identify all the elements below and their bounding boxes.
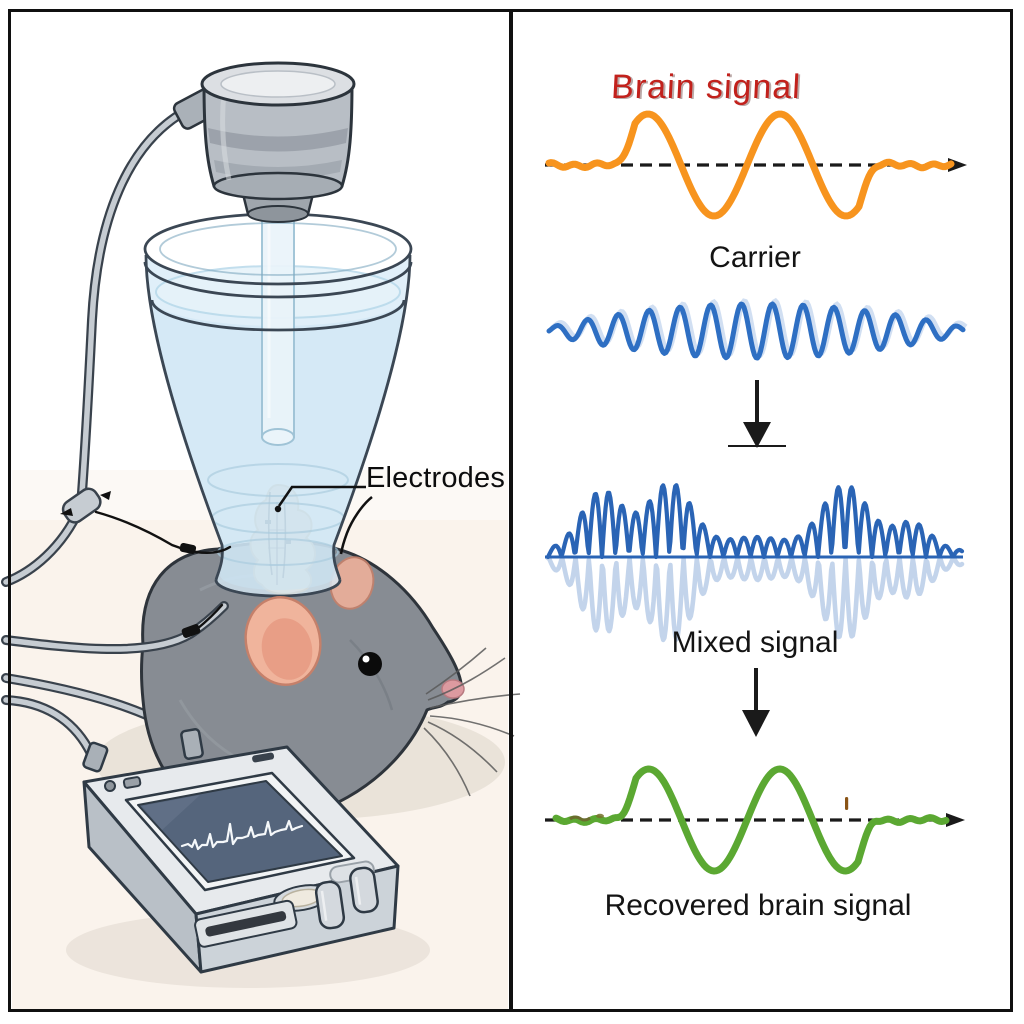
ecg-trace [180, 819, 304, 851]
signal-wire [194, 545, 232, 554]
knot-tie [100, 491, 111, 500]
rim-lower [143, 261, 413, 299]
leader-line [339, 496, 373, 555]
panel-divider [509, 9, 513, 1012]
connector-knob [314, 880, 346, 930]
top-vent-slot [252, 752, 275, 763]
wave-artifact-speck [569, 815, 591, 822]
eeg-recorder [82, 728, 400, 974]
cable-clip [181, 624, 201, 638]
carrier-wave [546, 301, 966, 361]
wave-artifact-speck [596, 813, 604, 819]
cable-knot [60, 487, 111, 524]
cable-stub [82, 741, 109, 773]
whisker [427, 721, 498, 773]
mixed-signal-reflection [545, 554, 965, 643]
flow-arrow-1 [728, 380, 786, 448]
flow-arrow-2 [742, 668, 770, 737]
electrodes-leaders [277, 485, 373, 555]
cap-band [208, 128, 348, 152]
signal-wire [195, 603, 224, 631]
cap-highlight [220, 91, 232, 181]
leader-dot [274, 505, 282, 513]
whisker [427, 657, 506, 701]
whisker [423, 727, 471, 797]
cap-top-inner [220, 70, 336, 98]
down-arrow-icon [742, 710, 770, 737]
mixed-signal-wave [545, 483, 965, 560]
glass-left [144, 254, 224, 581]
down-arrow-icon [743, 422, 771, 448]
connector-knob [349, 866, 379, 914]
lab-scene [1, 61, 521, 1009]
brain-signal-label: Brain signal [610, 68, 802, 106]
chamber-cap [172, 61, 356, 223]
knot-tie [60, 508, 73, 516]
eye [358, 652, 382, 676]
cable-stub [180, 728, 204, 760]
screen-glare [142, 795, 200, 830]
cap-neck-tip [247, 205, 309, 223]
electrodes-label: Electrodes [366, 462, 506, 494]
wave-artifact-fleck [845, 797, 849, 810]
cap-base [212, 171, 344, 201]
whisker [429, 715, 515, 737]
band-line [150, 299, 406, 332]
liquid-ring [207, 463, 349, 497]
wire-connector [179, 542, 197, 554]
mixed-signal-label: Mixed signal [671, 626, 839, 659]
recovered-signal-wave [552, 765, 950, 875]
front-slot [194, 899, 298, 948]
water-chamber [143, 211, 413, 598]
knob-highlight [354, 876, 362, 905]
knob-body [349, 866, 379, 914]
ear-inner [261, 618, 313, 680]
device-screen [137, 780, 343, 883]
signal-wires [94, 510, 232, 631]
slot-opening [205, 911, 287, 937]
signal-diagram [545, 110, 968, 875]
glass-bottom [214, 579, 342, 598]
brain-signal-wave [545, 110, 955, 220]
knob-highlight [320, 890, 328, 921]
whisker [425, 647, 487, 695]
glass-outline [143, 212, 413, 598]
knob-body [314, 880, 346, 930]
recovered-axis-arrowhead-icon [946, 813, 965, 827]
glass-right [332, 254, 412, 581]
carrier-label: Carrier [709, 241, 801, 274]
leader-line [277, 485, 366, 507]
inner-tube [261, 211, 295, 438]
signal-wire [94, 510, 188, 552]
recovered-signal-label: Recovered brain signal [604, 889, 912, 922]
indicator-led [104, 780, 116, 792]
mouse-face [244, 596, 521, 797]
indicator-switch [122, 776, 142, 789]
eye-highlight [362, 655, 370, 663]
cable-cap [78, 104, 196, 509]
inner-tube-tip [261, 428, 295, 446]
